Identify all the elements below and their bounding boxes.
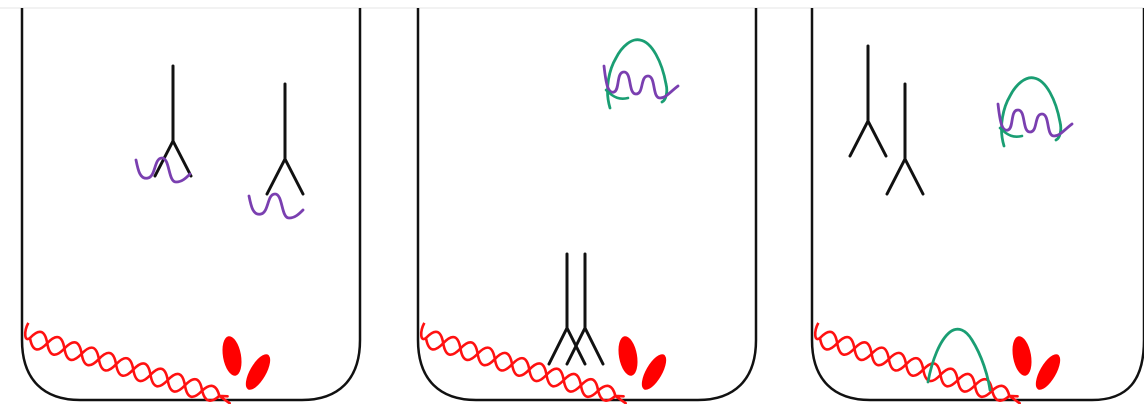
purple-strand — [249, 194, 303, 218]
purple-strand-with-green-loop — [604, 40, 678, 108]
red-oval-pair — [220, 335, 275, 394]
antibody — [887, 84, 923, 194]
panel-1 — [21, 8, 360, 404]
tube-outline — [22, 8, 360, 400]
panel-2 — [417, 8, 756, 404]
red-oval-pair — [616, 335, 671, 394]
bound-antibody-pair — [549, 254, 603, 364]
red-oval-pair — [1010, 335, 1065, 394]
antibody — [267, 84, 303, 194]
panel-3 — [811, 8, 1144, 404]
red-double-helix — [811, 323, 1025, 404]
tube-outline — [812, 8, 1144, 400]
red-double-helix — [417, 323, 631, 404]
antibody — [850, 46, 886, 156]
red-double-helix — [21, 323, 235, 404]
tube-outline — [418, 8, 756, 400]
purple-strand-with-green-loop — [998, 78, 1072, 146]
